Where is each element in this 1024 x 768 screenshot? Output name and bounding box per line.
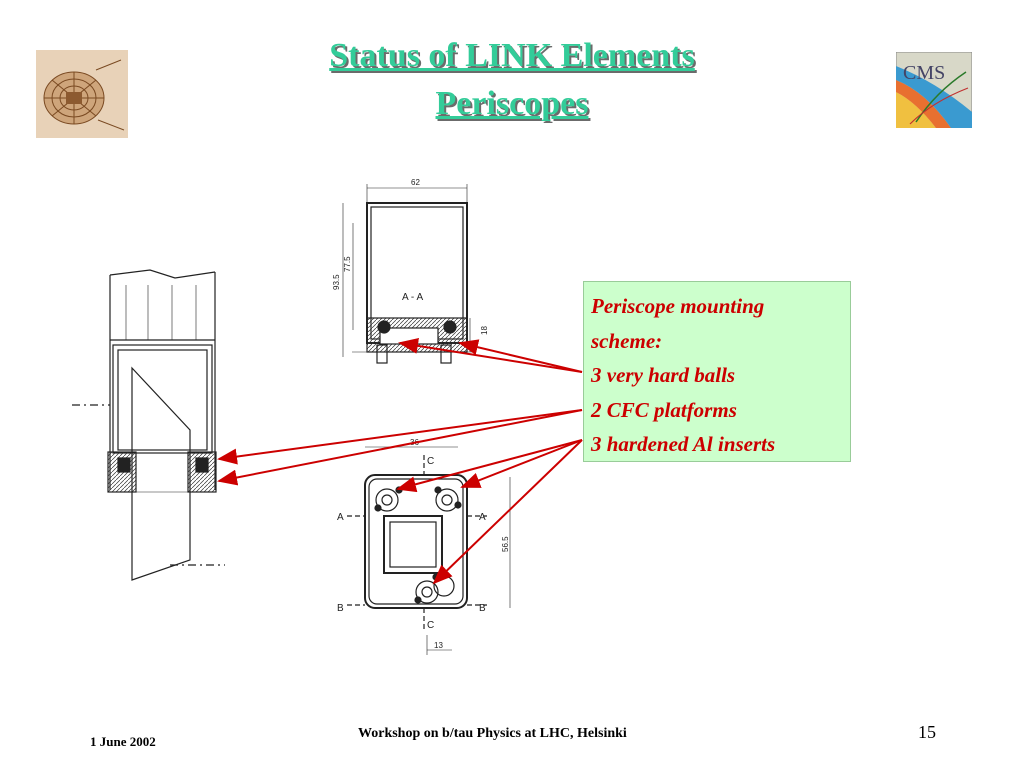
arrow-ball-1 — [398, 337, 583, 373]
note-line-4: 2 CFC platforms — [591, 397, 737, 422]
mark-b-left: B — [337, 603, 344, 614]
slide-title-line1: Status of LINK Elements — [329, 37, 695, 74]
detector-sketch-logo — [36, 50, 128, 138]
note-line-5: 3 hardened Al inserts — [591, 432, 776, 456]
section-aa-drawing — [342, 184, 476, 364]
arrow-insert-3 — [432, 439, 583, 585]
mark-c-bottom: C — [427, 620, 434, 631]
footer-venue: Workshop on b/tau Physics at LHC, Helsin… — [358, 726, 627, 741]
note-line-3: 3 very hard balls — [591, 363, 736, 387]
dim-height-inner-label: 77.5 — [343, 256, 352, 272]
note-line-1: Periscope mounting — [591, 294, 765, 318]
dim-side-label: 18 — [480, 326, 489, 335]
arrow-insert-2 — [460, 439, 583, 488]
mark-a-left: A — [337, 512, 344, 523]
footer-date: 1 June 2002 — [90, 734, 156, 749]
arrow-insert-1 — [396, 439, 583, 493]
slide-title-line2: Periscopes — [435, 85, 589, 122]
dim-base-side-label: 56.5 — [501, 536, 510, 552]
arrow-platform-2 — [217, 409, 583, 486]
note-line-2: scheme: — [591, 328, 663, 353]
mark-c-top: C — [427, 456, 434, 467]
dim-height-outer-label: 93.5 — [332, 274, 341, 290]
section-aa-label: A - A — [402, 292, 423, 303]
dim-top-label: 62 — [411, 178, 420, 187]
footer-page-number: 15 — [918, 722, 936, 742]
mark-a-right: A — [479, 512, 486, 523]
arrow-ball-2 — [458, 339, 583, 373]
svg-text:CMS: CMS — [903, 62, 945, 84]
cms-logo: CMS — [896, 52, 972, 128]
dim-base-bottom-label: 13 — [434, 641, 443, 650]
side-view-drawing — [72, 269, 225, 581]
arrow-platform-1 — [217, 409, 583, 465]
mounting-note-box: Periscope mounting scheme: 3 very hard b… — [583, 281, 851, 462]
mark-b-right: B — [479, 603, 486, 614]
